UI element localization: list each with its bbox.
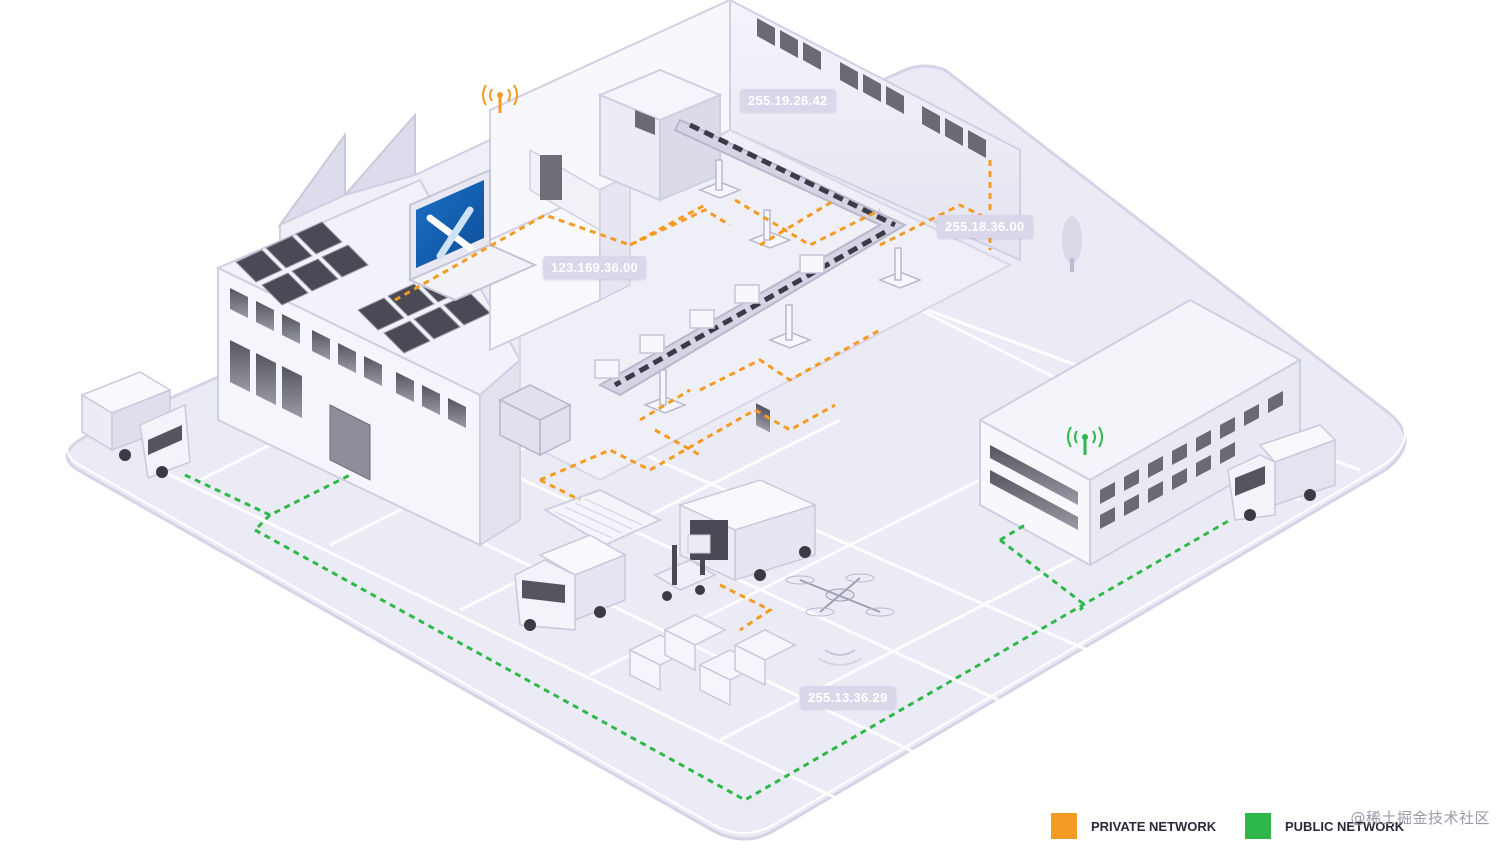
pallet-stack [498, 384, 572, 457]
loading-ramp [542, 488, 663, 547]
public-network-lines [184, 473, 1231, 802]
robot-arm [697, 159, 743, 199]
legend-public-swatch [1245, 813, 1271, 839]
wifi-antenna-icon [1067, 426, 1103, 455]
private-network-lines [394, 160, 992, 632]
legend-public: PUBLIC NETWORK [1245, 813, 1404, 839]
wifi-antenna-icon [482, 84, 518, 113]
truck-bottom [514, 534, 627, 631]
outdoor-pallets [628, 614, 797, 707]
truck-left [80, 371, 191, 480]
robot-arm [767, 304, 813, 349]
ip-label-top: 255.19.26.42 [740, 89, 836, 112]
laptop [407, 168, 538, 302]
control-cabinet [597, 68, 723, 202]
legend-private-label: PRIVATE NETWORK [1091, 818, 1217, 834]
robot-arm [642, 369, 688, 414]
truck-right [1227, 424, 1337, 521]
ip-label-left: 123.169.36.00 [543, 256, 647, 279]
legend-private: PRIVATE NETWORK [1051, 813, 1216, 839]
forklift [653, 534, 717, 601]
conveyor-boxes [594, 254, 825, 379]
legend-public-label: PUBLIC NETWORK [1285, 818, 1405, 834]
ip-label-bottom: 255.13.36.29 [800, 686, 896, 709]
conveyor-belt [597, 118, 908, 397]
x-logo-icon [426, 206, 474, 260]
legend-private-swatch [1051, 813, 1077, 839]
drone [785, 573, 895, 666]
ip-label-right: 255.18.36.00 [937, 215, 1033, 238]
watermark: @稀土掘金技术社区 [1350, 809, 1490, 827]
robot-arm [877, 247, 923, 289]
tree [1062, 216, 1082, 272]
